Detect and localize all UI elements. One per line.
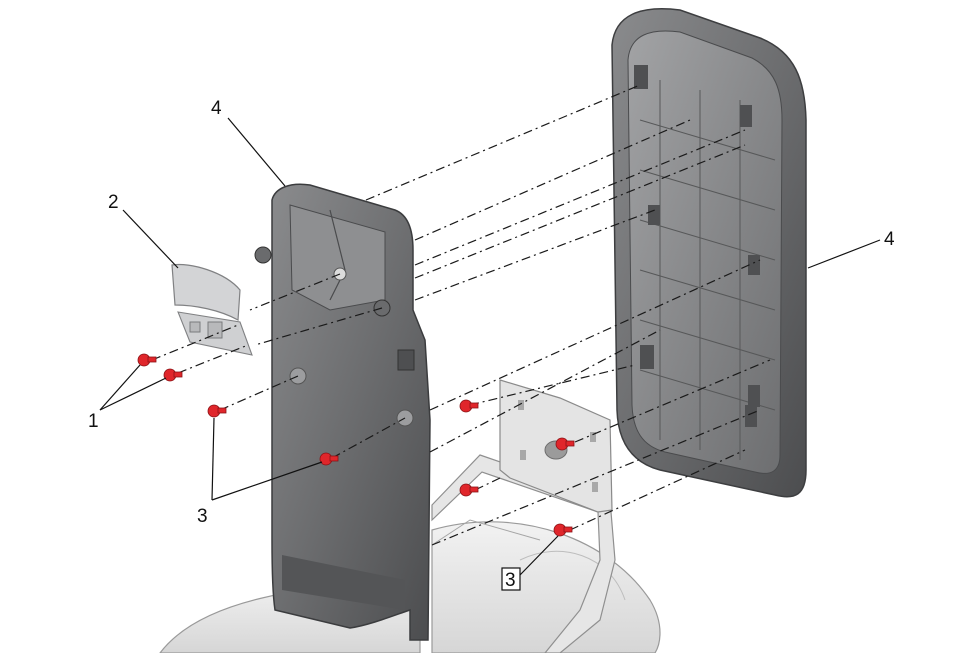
fastener-3e: [459, 483, 479, 497]
fastener-1a: [137, 353, 157, 367]
fastener-3f: [553, 523, 573, 537]
fastener-1b: [163, 368, 183, 382]
push-pin-fastener-icon: [137, 353, 575, 537]
callout-4-cover-panel: 4: [884, 229, 895, 250]
callout-2-latch: 2: [108, 192, 119, 213]
panel-clips: [634, 65, 760, 427]
callout-3-boxed-label: 3: [505, 570, 516, 591]
callout-3-fasteners: 3: [197, 506, 208, 527]
callout-1-fasteners: 1: [88, 411, 99, 432]
latch-handle: [171, 263, 253, 356]
callout-4-front-panel: 4: [211, 98, 222, 119]
panel-ribbing: [639, 80, 776, 460]
fastener-3d: [555, 437, 575, 451]
fastener-3b: [319, 452, 339, 466]
callout-3-boxed: 3: [501, 567, 521, 591]
alignment-lines: [151, 84, 771, 546]
fastener-3c: [459, 399, 479, 413]
armrest-front-panel: [254, 183, 431, 641]
fastener-3a: [207, 404, 227, 418]
callout-leaders: [99, 117, 881, 576]
armrest-cover-panel: [611, 8, 807, 498]
